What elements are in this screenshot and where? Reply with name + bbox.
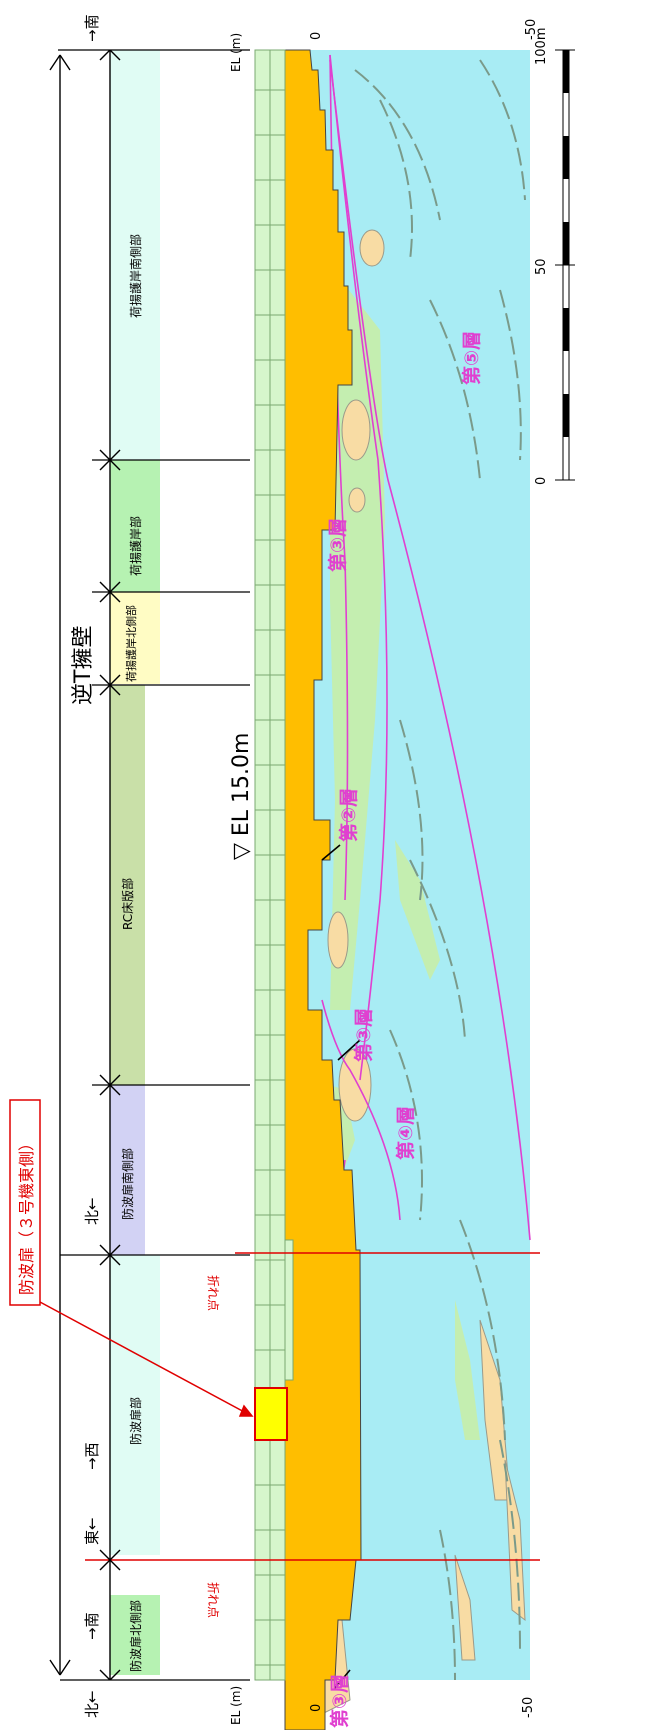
section-label-rc-slab: RC床版部 xyxy=(120,878,135,930)
diagram-title: 逆T擁壁 xyxy=(71,626,96,705)
axis-tick-left-0: 0 xyxy=(309,1704,324,1712)
scale-bar xyxy=(555,49,575,481)
axis-tick-right-0: 0 xyxy=(309,32,324,40)
layer-labels: 第③層 第③層 第②層 第③層 第④層 第⑤層 xyxy=(326,331,483,1728)
callout-arrow xyxy=(39,1301,254,1417)
section-color-bands xyxy=(110,50,160,1675)
scale-tick-0: 0 xyxy=(534,477,549,485)
section-label-bouhatobira: 防波扉部 xyxy=(128,1397,143,1445)
scale-tick-100: 100m xyxy=(534,28,549,65)
layer-label-4: 第④層 xyxy=(394,1106,417,1160)
header-frame-lines xyxy=(49,49,121,1681)
section-label-niage-south: 荷揚護岸南側部 xyxy=(128,234,143,318)
direction-south-right: →南 xyxy=(83,14,101,42)
layer-label-3-mid: 第③層 xyxy=(352,1008,375,1062)
fold-lines xyxy=(85,1252,540,1561)
section-label-bouhatobira-north: 防波扉北側部 xyxy=(128,1600,143,1672)
axis-label-right: EL (m) xyxy=(229,33,243,72)
water-level-label: ▽ EL 15.0m xyxy=(229,733,254,860)
callout-box xyxy=(9,1099,41,1306)
layer-label-2: 第②層 xyxy=(337,788,360,842)
fold-label-2: 折れ点 xyxy=(206,1275,221,1311)
direction-north-mid: 北← xyxy=(83,1197,101,1225)
axis-label-left: EL (m) xyxy=(229,1686,243,1725)
direction-west: →西 xyxy=(83,1442,101,1470)
direction-east: 東← xyxy=(83,1517,101,1545)
section-label-bouhatobira-south: 防波扉南側部 xyxy=(120,1148,135,1220)
direction-south-left: →南 xyxy=(83,1612,101,1640)
scale-tick-50: 50 xyxy=(534,258,549,275)
direction-labels: 北← →南 東← →西 北← →南 xyxy=(83,14,101,1718)
section-label-niage: 荷揚護岸部 xyxy=(128,516,143,576)
section-dividers xyxy=(58,49,250,1681)
callout-label: 防波扉（３号機東側） xyxy=(17,1135,36,1295)
leader-lines xyxy=(321,844,361,1689)
axis-tick-left-50: -50 xyxy=(521,1697,536,1718)
section-labels: 防波扉北側部 防波扉部 防波扉南側部 RC床版部 荷揚護岸北側部 荷揚護岸部 荷… xyxy=(120,234,143,1672)
layer-label-5: 第⑤層 xyxy=(460,331,483,385)
layer-label-3-top: 第③層 xyxy=(326,518,349,572)
section-label-niage-north: 荷揚護岸北側部 xyxy=(124,605,138,682)
layer-label-3-bottom: 第③層 xyxy=(328,1674,351,1728)
direction-north-left: 北← xyxy=(83,1690,101,1718)
axis-tick-right-50: -50 xyxy=(524,19,539,40)
geology-dashed-lines xyxy=(354,59,526,1681)
gate-box xyxy=(254,1387,288,1441)
fold-label-1: 折れ点 xyxy=(206,1582,221,1618)
